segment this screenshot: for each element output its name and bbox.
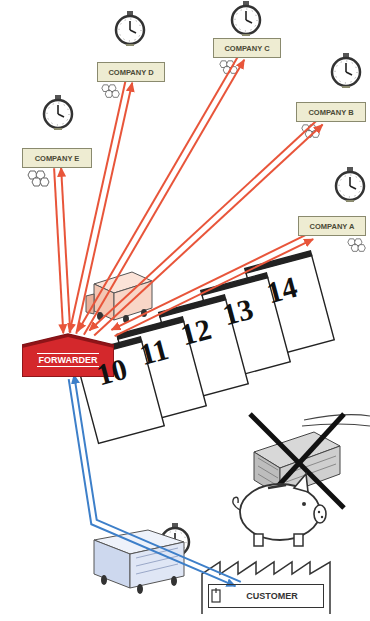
customer-box: CUSTOMER <box>208 584 324 608</box>
delivery-truck <box>94 530 184 594</box>
pickup-arrow <box>76 83 132 334</box>
goods-clusters <box>28 61 365 252</box>
node-text: COMPANY B <box>308 108 353 117</box>
pickup-arrow <box>70 81 126 332</box>
clocks <box>44 1 364 560</box>
node-text: COMPANY D <box>108 68 153 77</box>
customer-building <box>202 562 330 614</box>
company-label: COMPANY C <box>213 38 281 58</box>
company-label: COMPANY B <box>296 102 366 122</box>
delivery-arrow <box>69 379 236 586</box>
pickup-arrow <box>84 60 244 335</box>
delivery-arrow <box>74 375 241 582</box>
node-text: COMPANY A <box>310 222 355 231</box>
piggy-bank <box>233 474 326 546</box>
pickup-arrow <box>115 239 314 336</box>
pickup-arrow <box>61 168 70 333</box>
node-text: CUSTOMER <box>246 591 297 601</box>
pickup-arrow <box>94 125 322 336</box>
pickup-arrow <box>89 119 317 330</box>
node-text: COMPANY E <box>35 154 80 163</box>
company-label: COMPANY A <box>298 216 366 236</box>
company-label: COMPANY D <box>97 62 165 82</box>
node-text: COMPANY C <box>224 44 269 53</box>
pickup-arrow <box>78 56 238 331</box>
pickup-arrow <box>112 233 311 330</box>
node-text: FORWARDER <box>37 353 100 367</box>
company-label: COMPANY E <box>22 148 92 168</box>
